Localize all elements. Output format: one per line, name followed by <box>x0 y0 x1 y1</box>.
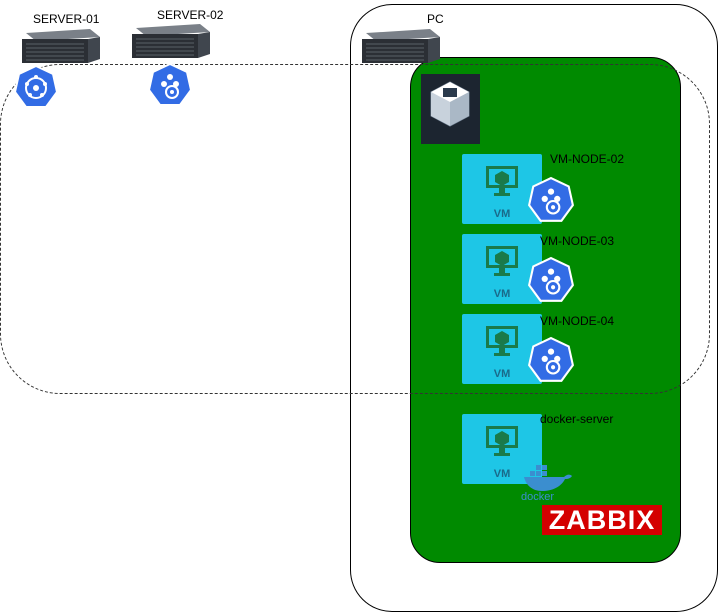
kubernetes-cluster-outline <box>0 64 710 394</box>
kubernetes-icon <box>528 256 574 302</box>
vm-node-03-tile[interactable]: VM <box>462 234 542 304</box>
kubernetes-icon <box>528 336 574 382</box>
monitor-icon <box>486 426 518 456</box>
vm-node-03-label: VM-NODE-03 <box>540 234 615 248</box>
vm-node-04-tile[interactable]: VM <box>462 314 542 384</box>
zabbix-logo: ZABBIX <box>542 505 662 535</box>
monitor-icon <box>486 166 518 196</box>
server-01-label: SERVER-01 <box>33 12 100 26</box>
docker-whale-icon <box>524 465 572 491</box>
vm-tile-text: VM <box>493 208 511 220</box>
vm-node-04-label: VM-NODE-04 <box>540 314 615 328</box>
server-02-label: SERVER-02 <box>157 8 224 22</box>
server-01-icon <box>22 29 100 63</box>
vm-tile-text: VM <box>493 368 511 380</box>
monitor-icon <box>486 326 518 356</box>
pc-server-icon <box>362 29 440 63</box>
pc-label: PC <box>427 12 444 26</box>
docker-wordmark: docker <box>521 491 555 503</box>
kubernetes-icon <box>528 176 574 222</box>
vm-node-02-label: VM-NODE-02 <box>550 152 625 166</box>
docker-server-tile[interactable]: VM <box>462 414 542 484</box>
kubernetes-icon <box>147 62 193 106</box>
monitor-icon <box>486 246 518 276</box>
virtualbox-logo-icon <box>421 74 480 144</box>
vm-tile-text: VM <box>493 288 511 300</box>
docker-server-label: docker-server <box>540 412 614 426</box>
vm-node-02-tile[interactable]: VM <box>462 154 542 224</box>
kubernetes-icon <box>13 64 59 108</box>
server-02-icon <box>132 24 210 58</box>
vm-tile-text: VM <box>493 468 511 480</box>
